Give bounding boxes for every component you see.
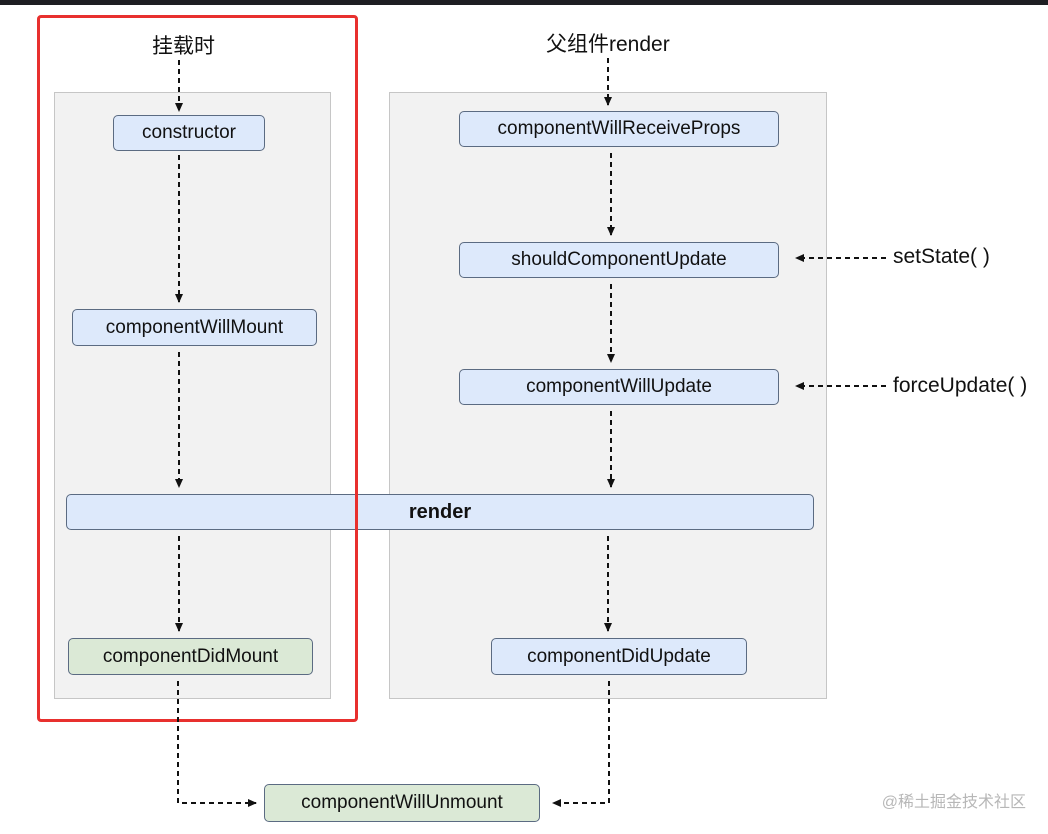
arrow-did-mount-to-unmount <box>177 681 257 807</box>
should-component-update-node: shouldComponentUpdate <box>459 242 779 278</box>
component-will-update-node: componentWillUpdate <box>459 369 779 405</box>
component-will-receive-props-node: componentWillReceiveProps <box>459 111 779 147</box>
flow-arrows <box>175 58 886 807</box>
arrow-did-update-to-unmount <box>552 681 610 807</box>
component-will-unmount-node: componentWillUnmount <box>264 784 540 822</box>
component-did-update-node: componentDidUpdate <box>491 638 747 675</box>
mount-panel <box>54 92 331 699</box>
watermark: @稀土掘金技术社区 <box>881 794 1026 811</box>
set-state-trigger: setState( ) <box>893 245 990 268</box>
force-update-trigger: forceUpdate( ) <box>893 374 1028 397</box>
component-did-mount-node: componentDidMount <box>68 638 313 675</box>
mount-highlight-box <box>37 15 358 722</box>
component-will-mount-node: componentWillMount <box>72 309 317 346</box>
constructor-node: constructor <box>113 115 265 151</box>
mount-phase-title: 挂载时 <box>152 35 215 58</box>
parent-render-title: 父组件render <box>546 33 670 56</box>
render-node: render <box>66 494 814 530</box>
lifecycle-diagram: 挂载时 父组件render constructor componentWillM… <box>0 5 1048 834</box>
